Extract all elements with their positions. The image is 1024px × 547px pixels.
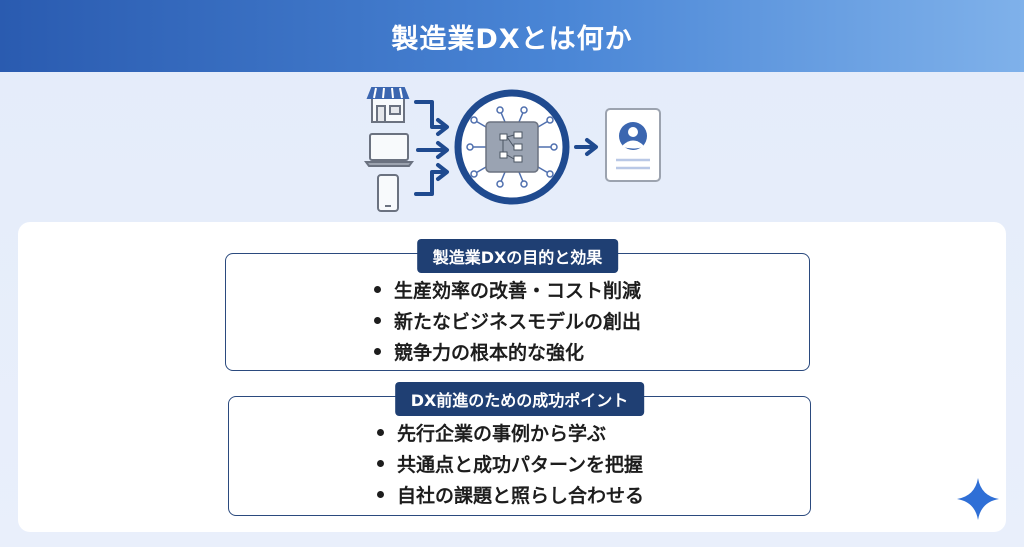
- list-item-text: 生産効率の改善・コスト削減: [394, 280, 642, 302]
- list-item-text: 新たなビジネスモデルの創出: [394, 311, 642, 333]
- bullet-list: 生産効率の改善・コスト削減 新たなビジネスモデルの創出 競争力の根本的な強化: [226, 276, 809, 369]
- section-success-points: DX前進のための成功ポイント 先行企業の事例から学ぶ 共通点と成功パターンを把握…: [228, 382, 811, 516]
- list-item-text: 自社の課題と照らし合わせる: [397, 485, 645, 507]
- page-title: 製造業DXとは何か: [391, 23, 633, 55]
- section-purpose-effects: 製造業DXの目的と効果 生産効率の改善・コスト削減 新たなビジネスモデルの創出 …: [225, 239, 810, 371]
- bullet-icon: [374, 348, 381, 355]
- section-title: DX前進のための成功ポイント: [394, 382, 645, 416]
- output-arrow: [574, 138, 598, 156]
- list-item: 生産効率の改善・コスト削減: [226, 276, 809, 307]
- bullet-icon: [374, 286, 381, 293]
- list-item: 新たなビジネスモデルの創出: [226, 307, 809, 338]
- profile-card-icon: [605, 108, 661, 182]
- dx-flow-diagram: [0, 72, 1024, 222]
- list-item: 先行企業の事例から学ぶ: [229, 419, 810, 450]
- bullet-icon: [377, 460, 384, 467]
- bullet-icon: [377, 491, 384, 498]
- list-item-text: 共通点と成功パターンを把握: [397, 454, 644, 476]
- laptop-icon: [364, 133, 414, 167]
- list-item: 競争力の根本的な強化: [226, 338, 809, 369]
- digital-transformation-hub-icon: [454, 89, 570, 205]
- store-icon: [366, 87, 410, 123]
- input-arrows: [414, 100, 449, 196]
- bullet-icon: [377, 429, 384, 436]
- list-item: 自社の課題と照らし合わせる: [229, 481, 810, 512]
- bullet-icon: [374, 317, 381, 324]
- bullet-list: 先行企業の事例から学ぶ 共通点と成功パターンを把握 自社の課題と照らし合わせる: [229, 419, 810, 512]
- content-panel: 製造業DXの目的と効果 生産効率の改善・コスト削減 新たなビジネスモデルの創出 …: [18, 222, 1006, 532]
- list-item: 共通点と成功パターンを把握: [229, 450, 810, 481]
- list-item-text: 先行企業の事例から学ぶ: [397, 423, 607, 445]
- section-title: 製造業DXの目的と効果: [416, 239, 619, 273]
- header-banner: 製造業DXとは何か: [0, 0, 1024, 72]
- list-item-text: 競争力の根本的な強化: [394, 342, 585, 364]
- smartphone-icon: [377, 174, 399, 212]
- sparkle-icon: [957, 478, 999, 520]
